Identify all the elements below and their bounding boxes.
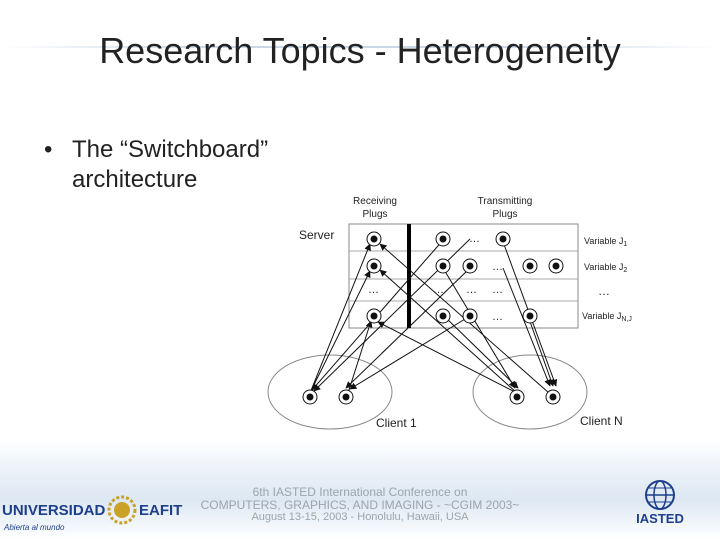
client-plug	[545, 389, 561, 405]
conference-line-2: COMPUTERS, GRAPHICS, AND IMAGING - ~CGIM…	[200, 498, 520, 512]
client-n-label: Client N	[580, 414, 623, 428]
connection-arrows	[309, 238, 558, 394]
variable-ellipsis: …	[598, 284, 610, 298]
plugs	[302, 231, 564, 405]
eafit-logo-university-text: UNIVERSIDAD	[2, 502, 106, 519]
row-3-ellipsis: …	[368, 284, 379, 296]
arrow	[442, 267, 516, 389]
variable-2-label: Variable J2	[584, 262, 627, 274]
arrow	[347, 320, 373, 394]
arrow	[309, 243, 371, 394]
plug	[548, 258, 564, 274]
variable-n-label: Variable JN,J	[582, 311, 632, 323]
client-n-ellipse	[472, 354, 588, 430]
arrow	[349, 315, 471, 390]
gear-center-icon	[114, 502, 130, 518]
row-2-ellipsis: …	[492, 261, 503, 273]
plug	[522, 258, 538, 274]
plug	[435, 308, 451, 324]
client-plug	[302, 389, 318, 405]
bullet-marker: •	[44, 136, 53, 163]
plug	[435, 258, 451, 274]
client-1-ellipse	[267, 354, 393, 430]
client-plug	[509, 389, 525, 405]
plug	[495, 231, 511, 247]
receiving-plugs-label-2: Plugs	[362, 209, 387, 220]
conference-line-3: August 13-15, 2003 - Honolulu, Hawaii, U…	[251, 511, 469, 523]
plug	[522, 308, 538, 324]
plug	[462, 308, 478, 324]
receiving-plugs-label-1: Receiving	[353, 196, 397, 207]
plug	[366, 258, 382, 274]
eafit-logo-eafit-text: EAFIT	[139, 502, 182, 519]
conference-line-1: 6th IASTED International Conference on	[252, 485, 468, 499]
arrow	[443, 315, 519, 389]
client-1-label: Client 1	[376, 416, 417, 430]
client-plug	[338, 389, 354, 405]
plug	[462, 258, 478, 274]
slide-title: Research Topics - Heterogeneity	[99, 30, 621, 71]
iasted-logo: IASTED	[636, 480, 684, 526]
arrow	[377, 321, 518, 394]
row-3-ellipsis: …	[466, 284, 477, 296]
arrow	[502, 267, 551, 387]
row-1-ellipsis: …	[469, 233, 480, 245]
arrow	[379, 269, 518, 394]
plug	[366, 231, 382, 247]
row-3-ellipsis: …	[492, 284, 503, 296]
arrow	[345, 267, 471, 389]
eafit-logo: UNIVERSIDAD EAFIT Abierta al mundo	[2, 495, 182, 532]
row-4-ellipsis: …	[492, 311, 503, 323]
bullet-text: The “Switchboard” architecture	[72, 136, 269, 193]
title-underline	[0, 46, 720, 48]
plug	[366, 308, 382, 324]
eafit-logo-tagline: Abierta al mundo	[3, 523, 65, 532]
transmitting-plugs-label-1: Transmitting	[478, 196, 533, 207]
iasted-logo-text: IASTED	[636, 511, 684, 526]
row-3-ellipsis: …	[433, 284, 444, 296]
server-label: Server	[299, 228, 334, 242]
server-box	[348, 223, 579, 329]
arrow	[527, 315, 555, 387]
variable-1-label: Variable J1	[584, 236, 627, 248]
transmitting-plugs-label-2: Plugs	[492, 209, 517, 220]
gear-icon	[107, 495, 137, 525]
plug	[435, 231, 451, 247]
arrow	[309, 270, 371, 394]
